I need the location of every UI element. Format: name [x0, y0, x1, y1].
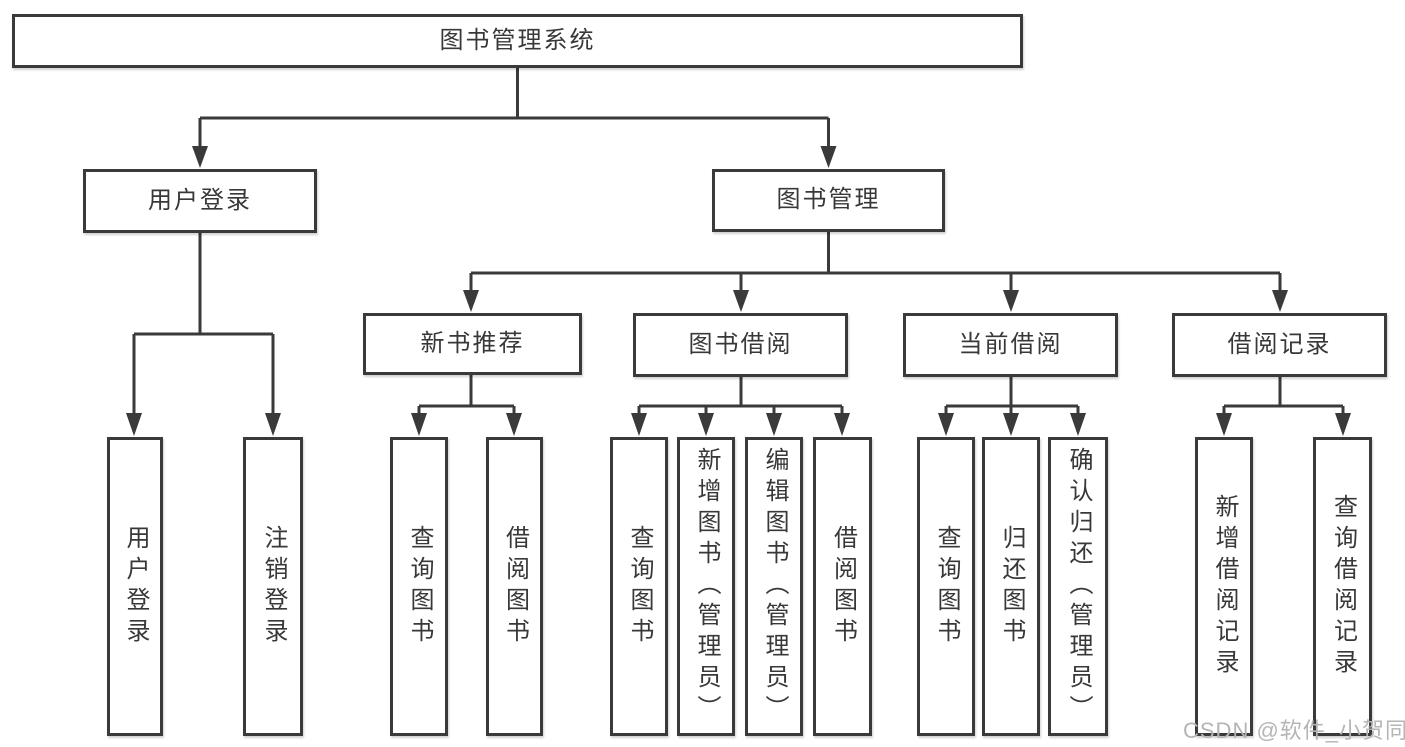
node-leaf-borrow-edit-books: 编辑图书（管理员） — [745, 437, 803, 736]
node-leaf-borrow-add-books: 新增图书（管理员） — [677, 437, 735, 736]
node-leaf-logout: 注销登录 — [243, 437, 303, 736]
connector-user-login-children — [126, 233, 281, 436]
csdn-watermark: CSDN @软件_小贺同学 — [1183, 718, 1405, 743]
node-user-login: 用户登录 — [83, 169, 317, 233]
node-current-borrow: 当前借阅 — [903, 313, 1118, 377]
connector-borrow-records-children — [1216, 374, 1351, 436]
node-root-system: 图书管理系统 — [12, 14, 1023, 68]
node-new-book-recommend: 新书推荐 — [363, 313, 582, 375]
node-leaf-user-login: 用户登录 — [107, 437, 163, 736]
connector-new-book-recommend-children — [411, 374, 522, 436]
connector-current-borrow-children — [938, 374, 1086, 436]
node-book-borrow: 图书借阅 — [633, 313, 848, 377]
connector-book-borrow-children — [631, 374, 850, 436]
node-leaf-recommend-query-books: 查询图书 — [390, 437, 448, 736]
node-borrow-records: 借阅记录 — [1172, 313, 1387, 377]
connector-book-management-children — [463, 232, 1288, 312]
connector-root-to-level2 — [192, 68, 837, 168]
node-book-management: 图书管理 — [712, 169, 945, 232]
node-leaf-current-query-books: 查询图书 — [917, 437, 975, 736]
node-leaf-records-add-record: 新增借阅记录 — [1195, 437, 1253, 736]
node-leaf-current-confirm-return: 确认归还（管理员） — [1048, 437, 1108, 736]
node-leaf-borrow-borrow-books: 借阅图书 — [813, 437, 872, 736]
node-leaf-borrow-query-books: 查询图书 — [610, 437, 668, 736]
node-leaf-records-query-record: 查询借阅记录 — [1313, 437, 1372, 736]
node-leaf-current-return-books: 归还图书 — [982, 437, 1040, 736]
node-leaf-recommend-borrow-books: 借阅图书 — [486, 437, 543, 736]
